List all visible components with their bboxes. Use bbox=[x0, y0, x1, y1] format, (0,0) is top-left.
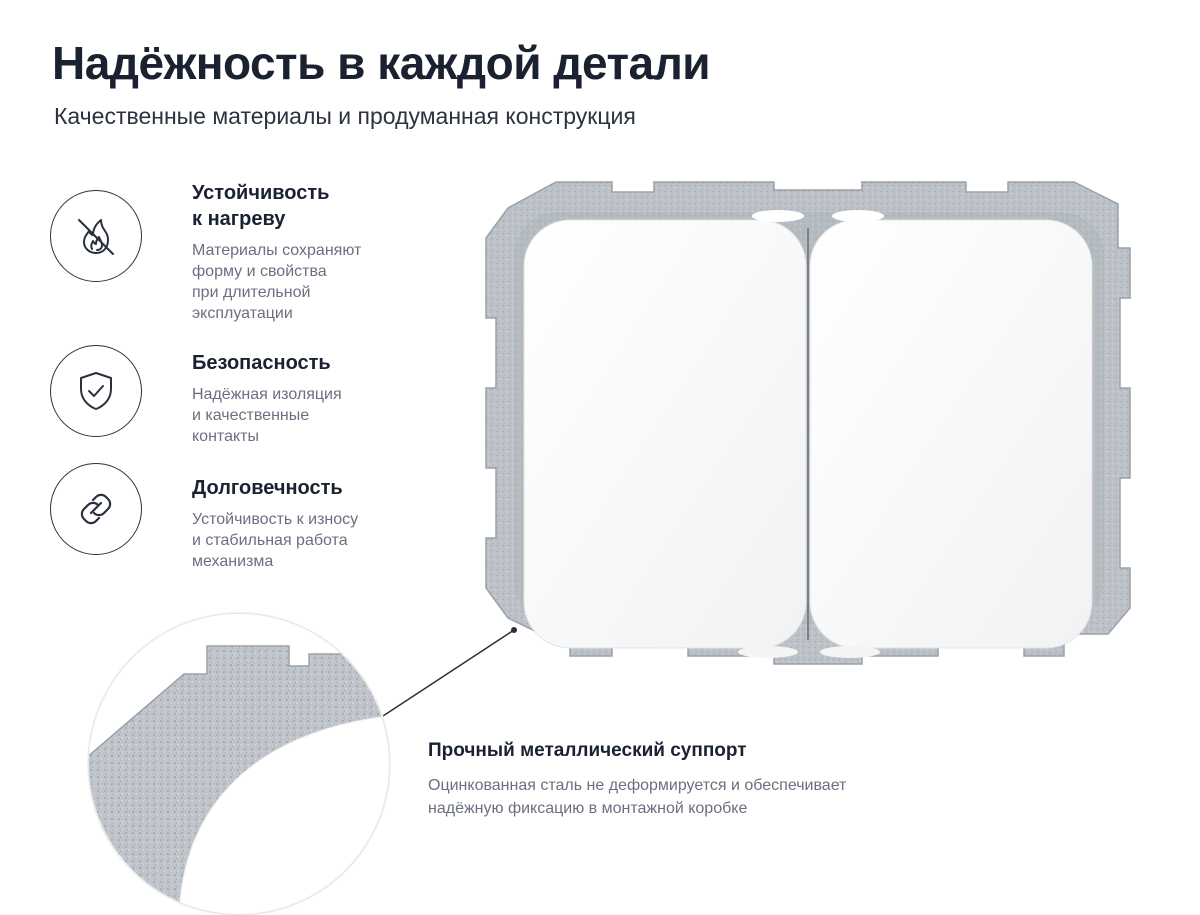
chain-link-icon bbox=[80, 493, 112, 525]
feature-description: Устойчивость к износу и стабильная работ… bbox=[192, 511, 359, 570]
page-title: Надёжность в каждой детали bbox=[52, 37, 711, 89]
feature-description: Материалы сохраняют форму и свойства при… bbox=[192, 242, 362, 322]
detail-zoom-bubble bbox=[88, 613, 390, 915]
switch-illustration bbox=[485, 181, 1131, 665]
no-fire-icon bbox=[78, 219, 114, 255]
callout-description: Оцинкованная сталь не деформируется и об… bbox=[428, 777, 847, 817]
feature-title: Устойчивость к нагреву bbox=[192, 182, 330, 230]
icon-circle bbox=[50, 190, 142, 282]
switch-key-left bbox=[523, 219, 807, 649]
feature-description: Надёжная изоляция и качественные контакт… bbox=[192, 386, 342, 445]
feature-title: Безопасность bbox=[192, 352, 331, 374]
page-subtitle: Качественные материалы и продуманная кон… bbox=[54, 103, 636, 129]
feature-title: Долговечность bbox=[192, 477, 343, 499]
callout-title: Прочный металлический суппорт bbox=[428, 740, 747, 761]
switch-key-right bbox=[809, 219, 1093, 649]
shield-check-icon bbox=[80, 372, 112, 410]
icon-circle bbox=[50, 345, 142, 437]
support-callout: Прочный металлический суппорт Оцинкованн… bbox=[428, 740, 1028, 820]
icon-circle bbox=[50, 463, 142, 555]
